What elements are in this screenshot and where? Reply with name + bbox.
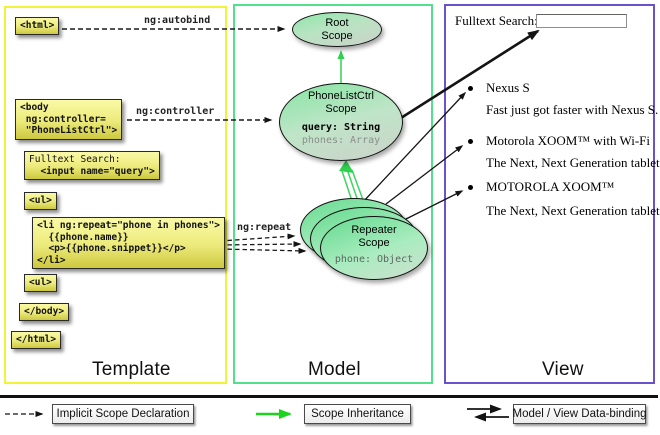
code-box-ul-open: <ul> [24,192,57,210]
model-panel-label: Model [308,359,361,380]
view-panel-label: View [542,359,584,380]
code-box-body-open: <body ng:controller= "PhoneListCtrl"> [15,99,123,140]
code-text: <input name="query"> [29,165,155,177]
code-text: <body ng:controller= "PhoneListCtrl"> [20,102,118,136]
code-box-fulltext: Fulltext Search: <input name="query"> [24,151,160,180]
phones-property: phones: Array [301,134,381,146]
code-box-body-close: </body> [19,303,70,321]
legend-model-view-data-binding: Model / View Data-binding [512,404,647,424]
repeater-scope-ellipse-front: Repeater Scope phone: Object [320,216,428,280]
phone-title: MOTOROLA XOOM™ [486,179,615,194]
phone-title: Motorola XOOM™ with Wi-Fi [486,133,651,148]
ng-repeat-label: ng:repeat [237,222,292,233]
code-box-ul-close: <ul> [24,274,57,292]
model-panel [233,4,433,384]
phonelistctrl-scope-title: PhoneListCtrl Scope [307,90,375,115]
code-box-html-open: <html> [15,17,60,35]
code-text: </body> [24,306,65,317]
legend-label: Implicit Scope Declaration [56,408,190,420]
code-text: <ul> [29,195,52,206]
bullet-icon [468,185,473,190]
fulltext-search-label: Fulltext Search: [455,13,538,28]
phone-property: phone: Object [334,254,414,265]
phonelistctrl-scope-ellipse: PhoneListCtrl Scope query: String phones… [279,83,403,161]
phone-desc: The Next, Next Generation tablet. [486,203,660,218]
ng-controller-label: ng:controller [136,106,215,117]
legend-label: Scope Inheritance [311,408,404,420]
legend-divider [0,395,658,398]
ng-autobind-label: ng:autobind [144,15,211,26]
code-text: <ul> [29,277,52,288]
phone-desc: The Next, Next Generation tablet. [486,155,660,170]
code-text: </html> [16,334,57,345]
legend-implicit-scope-declaration: Implicit Scope Declaration [52,404,194,424]
phone-desc: Fast just got faster with Nexus S. [486,102,659,117]
code-box-html-close: </html> [11,331,62,349]
code-text: <li ng:repeat="phone in phones"> {{phone… [37,220,221,266]
query-property: query: String [301,122,381,133]
phone-title: Nexus S [486,80,530,95]
legend-scope-inheritance: Scope Inheritance [304,404,411,424]
fulltext-search-input[interactable] [536,14,627,28]
legend-label: Model / View Data-binding [512,408,647,420]
template-panel-label: Template [92,359,171,380]
root-scope-ellipse: Root Scope [292,12,382,47]
code-text: <html> [20,20,55,31]
code-box-li-repeat: <li ng:repeat="phone in phones"> {{phone… [32,217,226,269]
repeater-scope-title: Repeater Scope [351,224,397,249]
root-scope-title: Root Scope [321,16,353,42]
code-text: Fulltext Search: [29,154,121,165]
bullet-icon [468,139,473,144]
bullet-icon [468,86,473,91]
